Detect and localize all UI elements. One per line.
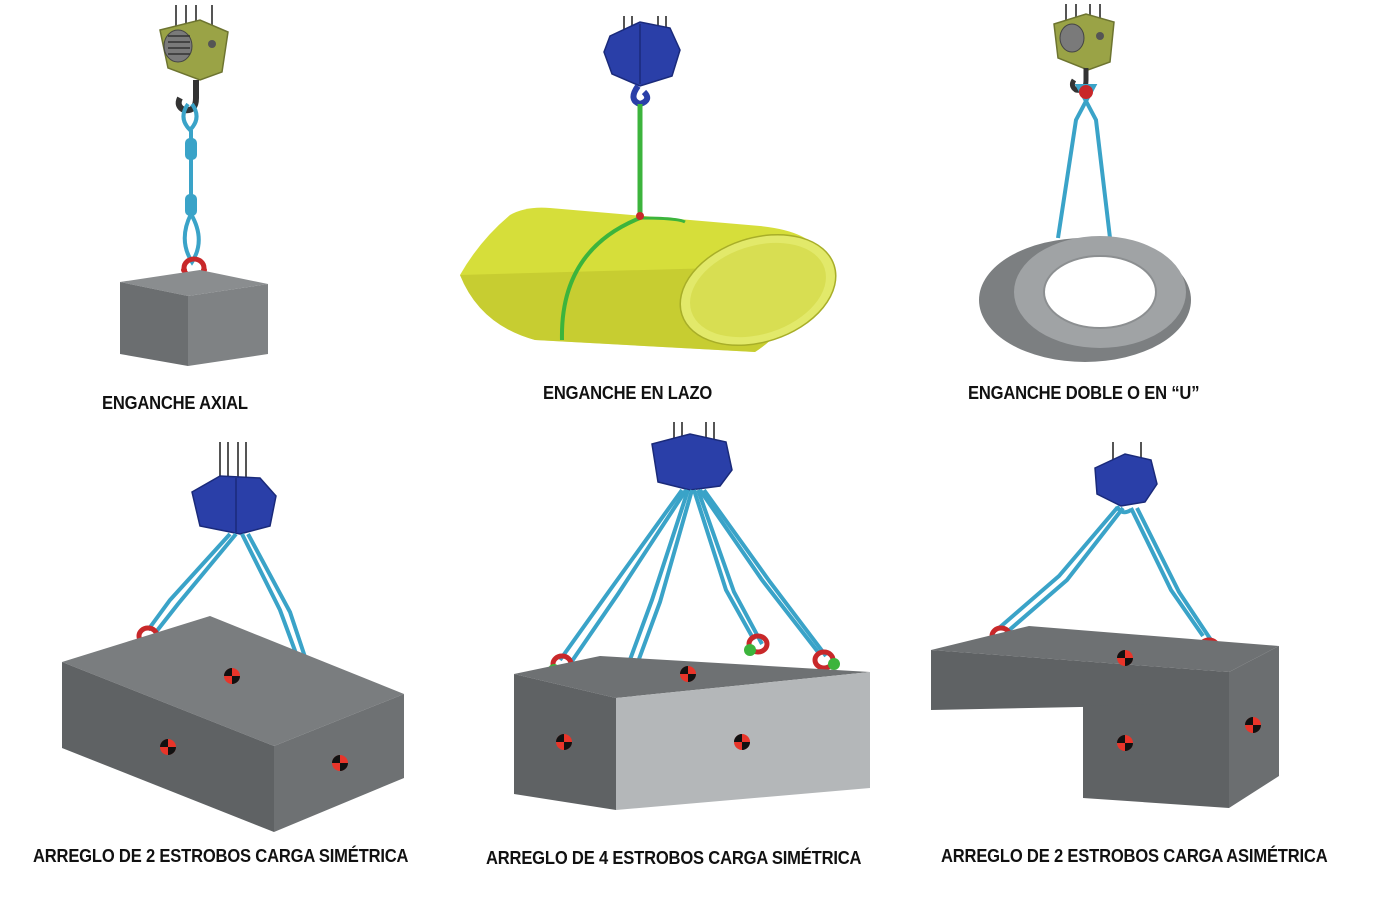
- rectangular-load-block: [62, 616, 404, 832]
- l-shaped-load-block: [931, 626, 1279, 808]
- blue-hoist-block: [603, 21, 681, 87]
- blue-hoist-block: [191, 475, 277, 535]
- center-of-gravity-marker: [160, 668, 348, 771]
- basket-sling: [1056, 84, 1112, 239]
- caption-choker-hitch: ENGANCHE EN LAZO: [543, 383, 713, 403]
- two-leg-symmetric-illustration: [50, 440, 430, 840]
- square-load-block: [120, 270, 268, 366]
- hoist-cables: [219, 442, 247, 478]
- two-leg-asymmetric-illustration: [925, 440, 1295, 840]
- ring-load: [979, 236, 1191, 362]
- axial-sling: [181, 102, 201, 266]
- axial-hitch-illustration: [0, 0, 400, 380]
- two-leg-sling: [997, 505, 1213, 642]
- four-leg-symmetric-illustration: [500, 420, 890, 840]
- olive-hoist-block: [1053, 13, 1115, 71]
- olive-hoist-block: [159, 19, 229, 81]
- center-of-gravity-marker: [1117, 650, 1261, 751]
- caption-basket-hitch: ENGANCHE DOBLE O EN “U”: [968, 383, 1200, 403]
- caption-two-leg-asymmetric: ARREGLO DE 2 ESTROBOS CARGA ASIMÉTRICA: [941, 846, 1328, 866]
- blue-hoist-block: [651, 433, 733, 491]
- caption-axial-hitch: ENGANCHE AXIAL: [102, 393, 248, 413]
- cylindrical-pipe-load: [460, 207, 837, 352]
- four-leg-sling: [558, 488, 828, 679]
- crane-hook: [1069, 68, 1089, 93]
- center-of-gravity-marker: [556, 666, 750, 750]
- crane-hook: [630, 84, 651, 108]
- blue-hoist-block: [1094, 453, 1158, 507]
- caption-four-leg-symmetric: ARREGLO DE 4 ESTROBOS CARGA SIMÉTRICA: [486, 848, 862, 868]
- choker-hitch-illustration: [440, 0, 860, 380]
- caption-two-leg-symmetric: ARREGLO DE 2 ESTROBOS CARGA SIMÉTRICA: [33, 846, 409, 866]
- basket-hitch-illustration: [950, 0, 1250, 380]
